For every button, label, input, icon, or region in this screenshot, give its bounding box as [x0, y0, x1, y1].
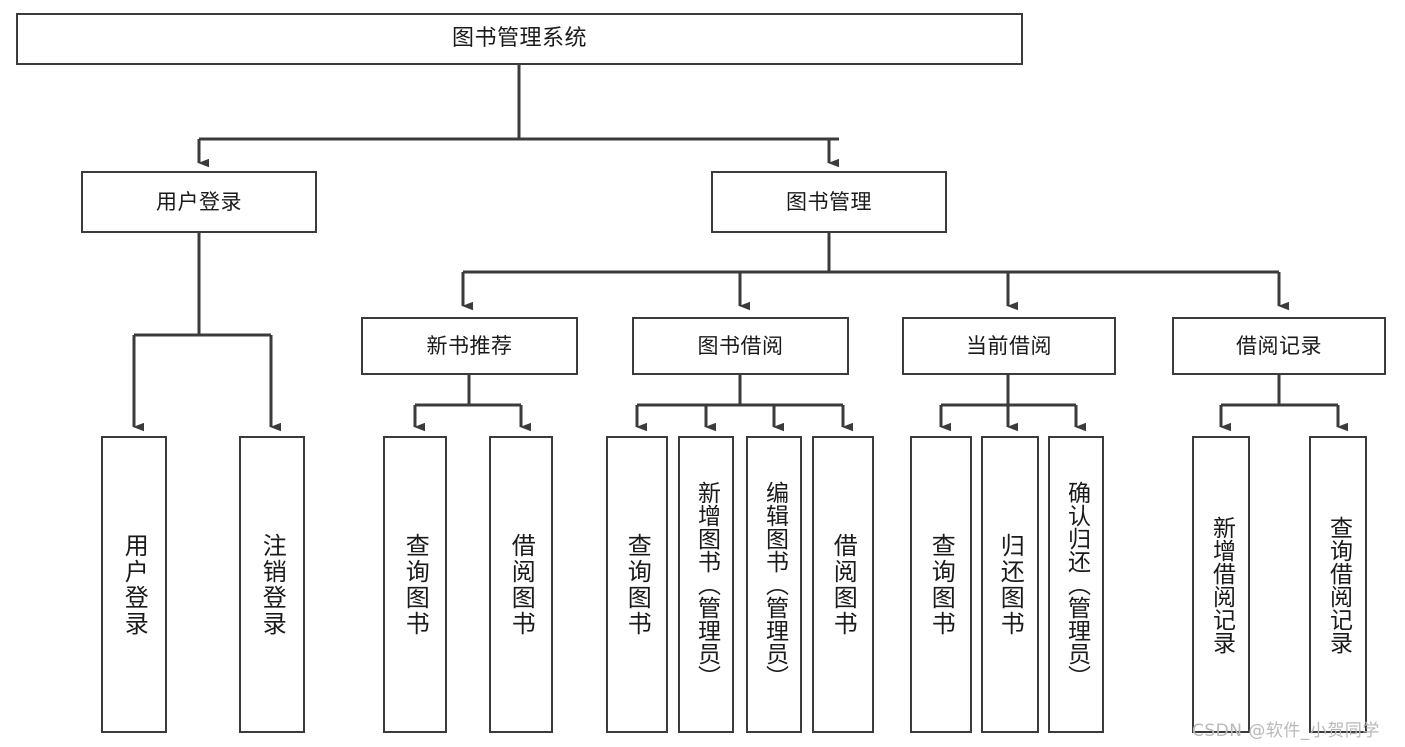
leaf-user-login-label: 用户登录 [120, 532, 149, 637]
leaf-user-login[interactable]: 用户登录 [101, 436, 167, 733]
watermark-text: CSDN @软件_小贺同学 [1192, 721, 1380, 741]
leaf-query-record[interactable]: 查询借阅记录 [1309, 436, 1367, 733]
leaf-query-record-label: 查询借阅记录 [1325, 515, 1352, 654]
leaf-edit-book[interactable]: 编辑图书（管理员） [746, 436, 802, 733]
node-book-borrow-label: 图书借阅 [697, 333, 784, 358]
node-user-login-label: 用户登录 [156, 189, 242, 214]
leaf-query-book-2-label: 查询图书 [623, 532, 652, 637]
leaf-add-record[interactable]: 新增借阅记录 [1192, 436, 1250, 733]
node-user-login[interactable]: 用户登录 [81, 171, 317, 233]
leaf-confirm-return-label: 确认归还（管理员） [1063, 481, 1090, 688]
leaf-edit-book-label: 编辑图书（管理员） [761, 481, 788, 688]
node-book-manage-label: 图书管理 [786, 189, 872, 214]
leaf-query-book-2[interactable]: 查询图书 [606, 436, 668, 733]
node-current-borrow[interactable]: 当前借阅 [902, 317, 1116, 375]
node-root-label: 图书管理系统 [451, 26, 587, 51]
node-borrow-record[interactable]: 借阅记录 [1172, 317, 1386, 375]
node-new-book-rec-label: 新书推荐 [426, 333, 513, 358]
node-root[interactable]: 图书管理系统 [16, 13, 1023, 65]
leaf-return-book[interactable]: 归还图书 [981, 436, 1039, 733]
leaf-query-book-1[interactable]: 查询图书 [383, 436, 447, 733]
leaf-confirm-return[interactable]: 确认归还（管理员） [1048, 436, 1104, 733]
leaf-logout[interactable]: 注销登录 [239, 436, 305, 733]
leaf-borrow-book-1-label: 借阅图书 [507, 532, 536, 637]
leaf-return-book-label: 归还图书 [996, 532, 1025, 637]
node-book-borrow[interactable]: 图书借阅 [632, 317, 849, 375]
leaf-borrow-book-2[interactable]: 借阅图书 [812, 436, 874, 733]
leaf-logout-label: 注销登录 [258, 532, 287, 637]
leaf-query-book-1-label: 查询图书 [401, 532, 430, 637]
node-borrow-record-label: 借阅记录 [1236, 333, 1322, 358]
node-current-borrow-label: 当前借阅 [966, 333, 1052, 358]
leaf-add-book-label: 新增图书（管理员） [693, 481, 720, 688]
leaf-borrow-book-2-label: 借阅图书 [829, 532, 858, 637]
leaf-query-book-3-label: 查询图书 [927, 532, 956, 637]
leaf-add-book[interactable]: 新增图书（管理员） [678, 436, 734, 733]
leaf-borrow-book-1[interactable]: 借阅图书 [489, 436, 553, 733]
node-new-book-rec[interactable]: 新书推荐 [361, 317, 578, 375]
leaf-query-book-3[interactable]: 查询图书 [910, 436, 972, 733]
leaf-add-record-label: 新增借阅记录 [1208, 515, 1235, 654]
node-book-manage[interactable]: 图书管理 [711, 171, 947, 233]
